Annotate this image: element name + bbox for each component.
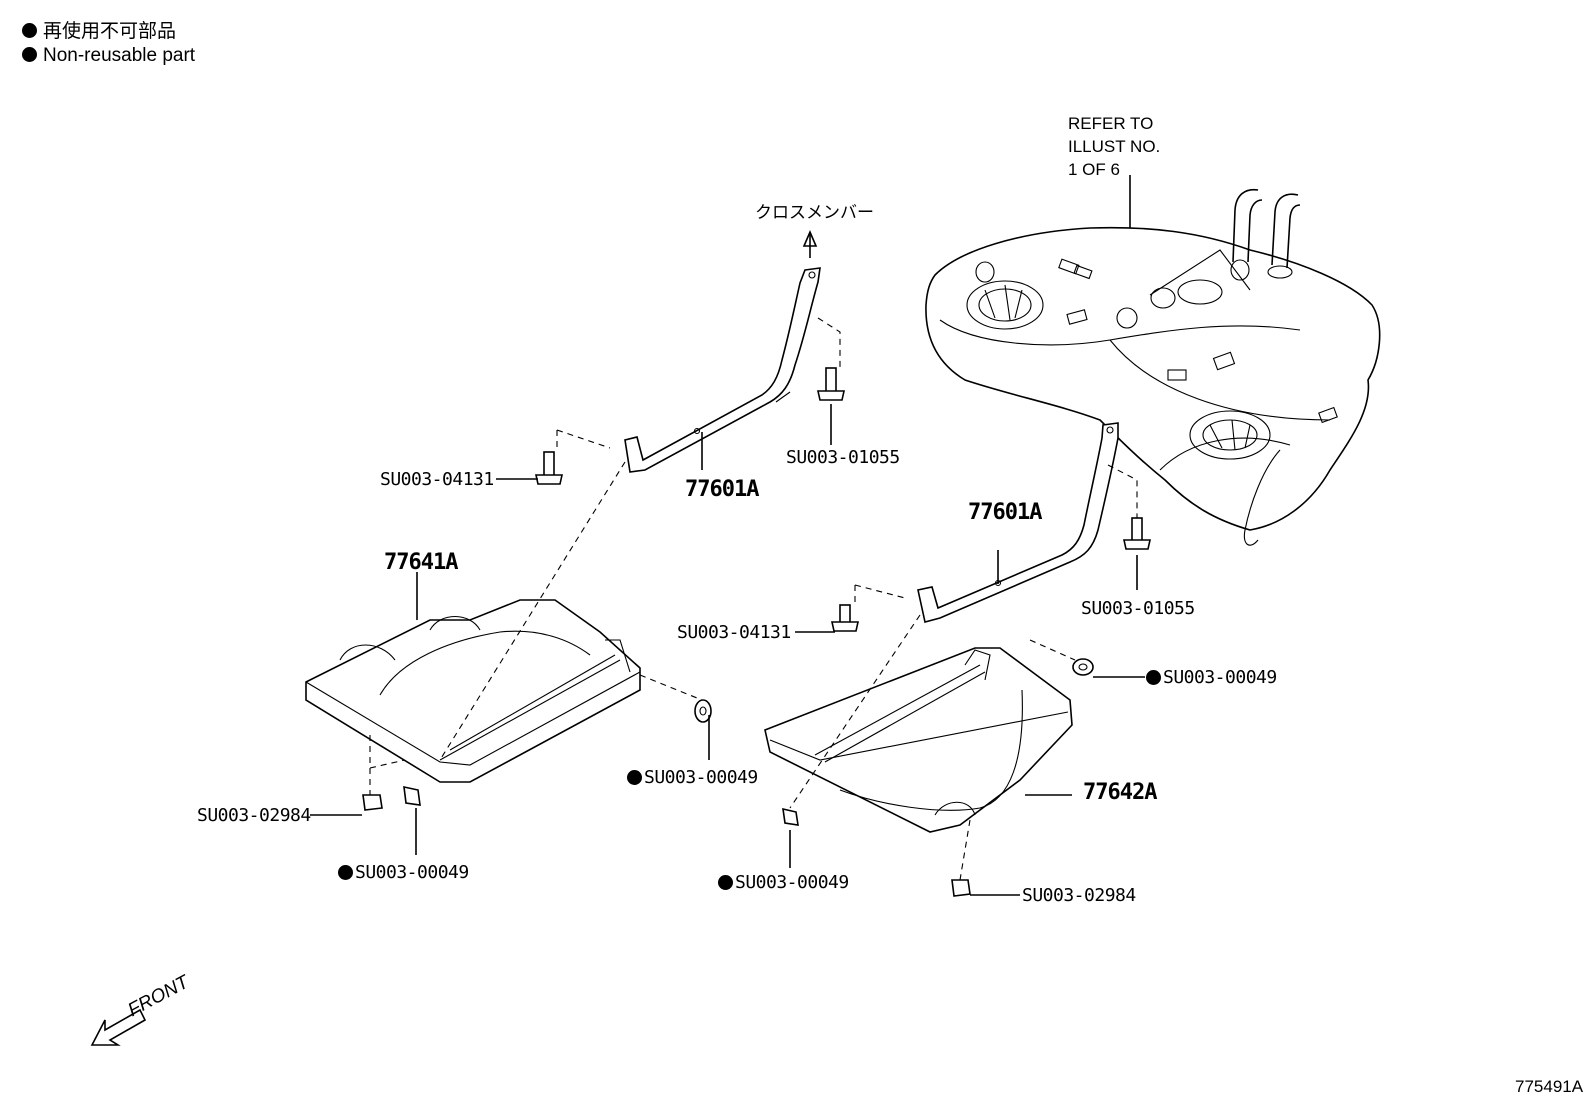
part-number-strap-left[interactable]: 77601A [685,477,759,502]
fastener-label-bolt-right-strap[interactable]: SU003-04131 [677,622,791,643]
clip-icon [362,794,383,811]
fastener-code: SU003-00049 [735,872,849,893]
fastener-label-nut-left-side[interactable]: SU003-00049 [627,767,758,788]
clip-icon [951,879,971,897]
refer-to-note: REFER TO ILLUST NO. 1 OF 6 [1068,114,1161,179]
legend-english-text: Non-reusable part [43,45,196,66]
fastener-code: SU003-00049 [1163,667,1277,688]
bolt-icon [817,367,845,401]
legend-row-japanese: 再使用不可部品 [22,20,176,44]
fastener-label-nut-left-bottom[interactable]: SU003-00049 [338,862,469,883]
front-arrow-icon [90,1008,147,1046]
illustration-id: 775491A [1515,1077,1584,1096]
clip-icon [782,807,799,826]
fuel-tank-protector-right-drawing [764,647,1073,833]
non-reusable-bullet-icon [627,770,642,785]
nut-icon [694,699,712,723]
legend-japanese-text: 再使用不可部品 [43,21,177,42]
bolt-icon [831,604,859,632]
nut-icon [1072,658,1094,676]
fastener-label-bolt-left-top[interactable]: SU003-01055 [786,447,900,468]
fastener-label-bolt-left-strap[interactable]: SU003-04131 [380,469,494,490]
alignment-lines [369,317,1138,881]
crossmember-label: クロスメンバー [755,203,874,223]
bullet-icon [22,23,37,38]
part-number-strap-right[interactable]: 77601A [968,500,1042,525]
non-reusable-bullet-icon [1146,670,1161,685]
fastener-code: SU003-00049 [644,767,758,788]
non-reusable-bullet-icon [338,865,353,880]
fuel-tank-protector-left-drawing [305,599,641,783]
non-reusable-bullet-icon [718,875,733,890]
fastener-label-nut-right-bottom[interactable]: SU003-00049 [718,872,849,893]
fastener-label-nut-right-side[interactable]: SU003-00049 [1146,667,1277,688]
clip-icon [403,785,421,806]
bullet-icon [22,47,37,62]
fuel-tank-strap-left-drawing [624,267,821,473]
fuel-tank-illustration [925,175,1381,546]
bolt-icon [535,451,563,485]
fastener-label-clip-right-bottom[interactable]: SU003-02984 [1022,885,1136,906]
legend-row-english: Non-reusable part [22,44,195,68]
part-number-protector-left[interactable]: 77641A [384,550,458,575]
bolt-icon [1123,517,1151,550]
part-number-protector-right[interactable]: 77642A [1083,780,1157,805]
fastener-label-bolt-right-top[interactable]: SU003-01055 [1081,598,1195,619]
fastener-code: SU003-00049 [355,862,469,883]
leader-lines [310,229,1145,896]
fastener-label-clip-left-bottom[interactable]: SU003-02984 [197,805,311,826]
